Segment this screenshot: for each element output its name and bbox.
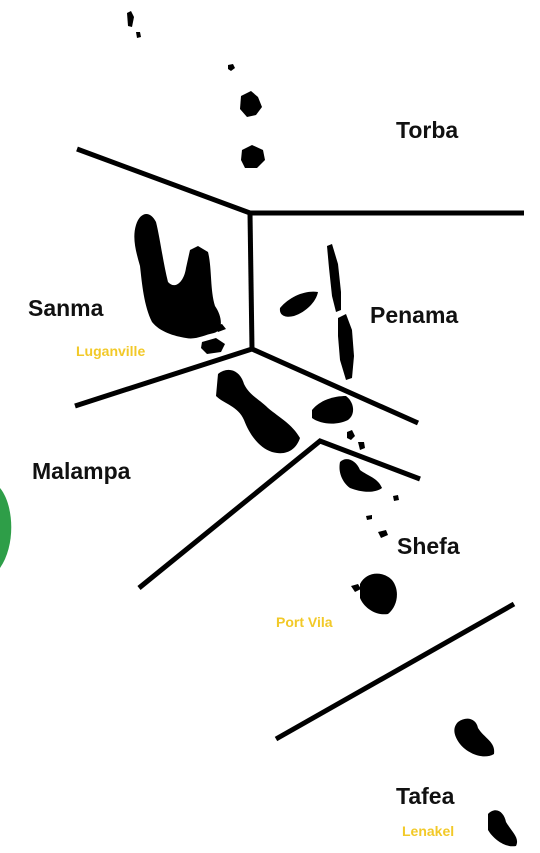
boundary-torba-sanma xyxy=(76,146,524,216)
boundary-penama-malampa xyxy=(250,346,420,426)
island-torres-small xyxy=(136,32,141,38)
town-label-port-vila: Port Vila xyxy=(276,614,333,630)
province-label-torba: Torba xyxy=(396,117,458,143)
province-boundaries xyxy=(74,146,524,742)
island-torres-small xyxy=(127,11,134,27)
boundary-malampa-shefa xyxy=(137,438,421,590)
boundary-shefa-tafea xyxy=(274,601,516,742)
town-label-lenakel: Lenakel xyxy=(402,823,454,839)
island-nguna xyxy=(351,584,361,592)
green-arc-decoration xyxy=(0,488,12,568)
boundary-sanma-malampa xyxy=(74,346,253,409)
island-maewo xyxy=(327,244,341,312)
town-labels: Luganville Port Vila Lenakel xyxy=(76,343,454,839)
island-shepherd xyxy=(378,530,388,538)
island-erromango xyxy=(454,718,495,757)
island-gaua xyxy=(241,145,265,168)
island-ambae xyxy=(279,291,318,317)
province-label-sanma: Sanma xyxy=(28,295,104,321)
island-santo-islet xyxy=(214,324,226,332)
province-label-malampa: Malampa xyxy=(32,458,131,484)
island-tanna xyxy=(488,810,518,847)
island-vanua-lava xyxy=(240,91,262,117)
islands xyxy=(127,11,518,847)
island-torres-small xyxy=(228,64,235,71)
island-ambrym xyxy=(312,396,354,424)
island-malo xyxy=(201,338,225,354)
province-label-tafea: Tafea xyxy=(396,783,455,809)
island-efate xyxy=(360,573,397,615)
boundary-sanma-penama xyxy=(247,212,255,350)
island-shepherd xyxy=(393,495,399,501)
island-malekula xyxy=(216,369,300,454)
town-label-luganville: Luganville xyxy=(76,343,145,359)
island-pentecost xyxy=(338,314,354,380)
province-labels: Torba Sanma Penama Malampa Shefa Tafea xyxy=(28,117,460,809)
island-shepherd xyxy=(366,515,372,520)
province-label-penama: Penama xyxy=(370,302,458,328)
province-label-shefa: Shefa xyxy=(397,533,460,559)
island-espiritu-santo xyxy=(134,214,221,339)
island-epi xyxy=(339,459,382,492)
island-lopevi xyxy=(358,442,365,450)
island-paama xyxy=(347,430,355,440)
